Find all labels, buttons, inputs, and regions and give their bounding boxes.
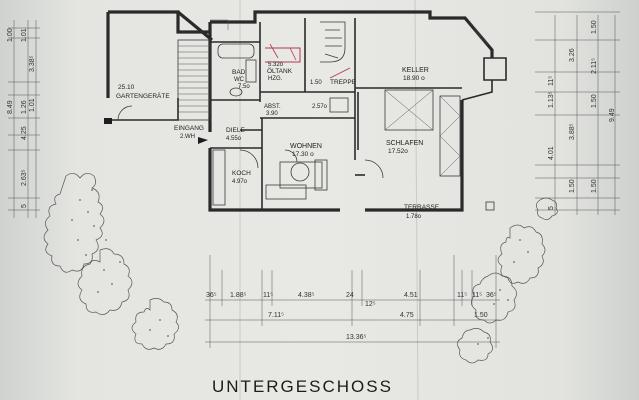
room-name-terrasse: TERRASSE [404,204,440,211]
dim-right: 1.50 [591,94,598,108]
dim-bottom: 4.75 [400,312,414,319]
dim-left: 2.63⁵ [21,169,28,186]
treppe-stair [320,21,349,113]
room-area-abst: 3.90 [266,111,278,117]
dim-left: 1.01 [21,28,28,42]
room-area-oltank: 5.32o [268,62,284,68]
room-name-abst: ABST. [264,104,281,110]
room-area-flur: 2.57o [312,104,328,110]
room-name-eingang: EINGANG [174,125,204,132]
bottom-dimension-chain [205,255,500,348]
bathroom-fixtures [217,43,257,97]
dim-bottom: 11⁵ [457,292,467,299]
room-area-wohnen: 17.30 o [292,151,314,158]
dim-bottom: 24 [346,292,354,299]
schlafen-fixtures [364,89,461,179]
dim-left: 5 [21,204,28,208]
dim-bottom-total: 13.36⁵ [346,334,367,341]
dim-right: 4.01 [548,146,555,160]
dim-bottom: 4.38⁵ [298,292,315,299]
dim-left: 1.01 [29,98,36,112]
dim-right: 3.26 [569,48,576,62]
left-dimension-chain [8,20,40,218]
dim-bottom: 36⁵ [486,292,497,299]
dim-left: 8.49 [7,100,14,114]
room-area-koch: 4.97o [232,179,248,185]
paper-fold [414,0,419,400]
room-area-terrasse: 1.78o [406,214,422,220]
exterior-walls [106,10,507,212]
room-name-wohnen: WOHNEN [290,143,322,150]
room-name-treppe: TREPPE [330,79,357,86]
oiltank-marking [265,43,351,79]
dim-right: 9.49 [609,108,616,122]
room-area-bad: 7.5o [238,84,250,90]
dim-right: 5 [548,206,555,210]
room-name-bad: BAD [232,69,246,76]
room-labels: 25.10 GARTENGERÄTE BAD WC 7.5o 5.32o ÖLT… [116,62,440,220]
dim-bottom: 12⁵ [365,301,376,308]
room-area-gartengerate: 25.10 [118,84,135,91]
room-sub-bad: WC [234,77,245,83]
room-name-gartengerate: GARTENGERÄTE [116,92,170,100]
dim-left: 4.25 [21,126,28,140]
tree-foliage-right [477,239,529,345]
dim-right: 1.50 [591,20,598,34]
room-sub-oltank: HZG. [268,76,283,82]
drawing-title: UNTERGESCHOSS [212,377,393,396]
room-name-schlafen: SCHLAFEN [386,140,423,147]
room-area-schlafen: 17.52o [388,148,408,155]
dim-bottom: 11⁵ [472,292,482,299]
room-name-keller: KELLER [402,67,429,74]
dim-bottom: 11⁵ [263,292,273,299]
wohnen-furniture [265,149,328,200]
dim-bottom: 7.11⁵ [268,312,284,319]
dim-left: 1.00 [7,28,14,42]
room-sub-eingang: 2.WH [180,134,195,140]
room-area-keller: 18.90 o [403,75,425,82]
dim-left: 1.26 [21,100,28,114]
dim-right: 2.11⁵ [591,58,598,74]
dim-bottom: 1.50 [474,312,488,319]
tree-outline-right [457,197,558,364]
terrace-post-icon [485,201,495,211]
room-name-oltank: ÖLTANK [267,67,293,75]
room-name-koch: KOCH [232,170,251,177]
dim-bottom: 4.51 [404,292,418,299]
dim-left: 3.38⁵ [29,55,36,72]
kitchen-fixtures [212,149,259,206]
dim-right: 3.88⁵ [569,123,576,140]
dim-right: 11⁵ [548,76,555,86]
entrance-arrow-icon [198,137,208,144]
tree-foliage-left [71,189,169,337]
dim-right: 1.50 [569,179,576,193]
dim-right: 1.50 [591,179,598,193]
interior-walls [210,18,462,210]
room-area-treppe: 1.50 [310,80,322,86]
tree-outline-left [43,173,179,350]
marker-icon [104,118,112,124]
room-area-diele: 4.55o [226,136,242,142]
room-name-diele: DIELE [226,127,245,134]
right-dimension-chain [535,11,620,215]
dim-bottom: 1.88⁵ [230,292,247,299]
dim-bottom: 36⁵ [206,292,217,299]
dim-right: 1.13⁵ [548,91,555,108]
garage-stairs [108,19,229,121]
